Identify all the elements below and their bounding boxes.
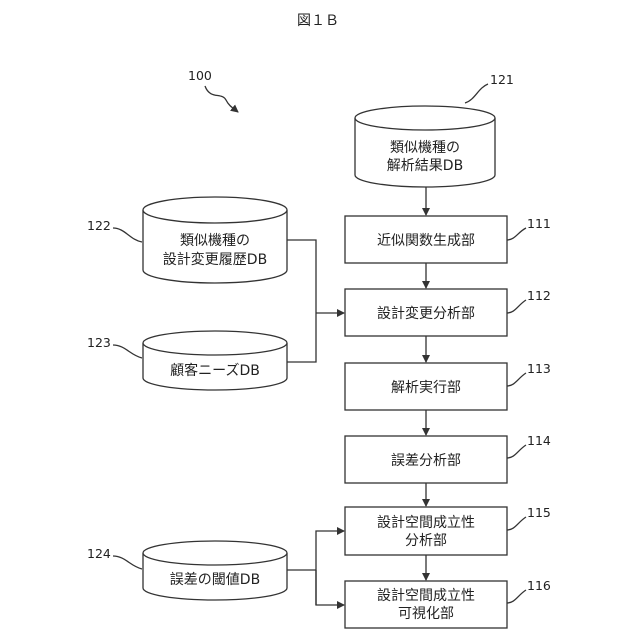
unit-approx-gen-label: 近似関数生成部 (377, 233, 475, 249)
ref-leader-116 (507, 590, 526, 603)
ref-label-116: 116 (527, 578, 551, 593)
unit-analysis-exec-label: 解析実行部 (391, 380, 461, 396)
ref-leader-111 (507, 228, 526, 240)
ref-leader-124 (113, 556, 142, 569)
ref-label-122: 122 (87, 218, 111, 233)
ref-label-124: 124 (87, 546, 111, 561)
unit-space-visual-line1: 設計空間成立性 (377, 588, 475, 604)
unit-error-analysis-label: 誤差分析部 (391, 453, 461, 469)
db-similar-history-line2: 設計変更履歴DB (163, 251, 267, 268)
unit-space-analysis-line2: 分析部 (405, 533, 447, 549)
unit-space-visual-line2: 可視化部 (398, 606, 454, 622)
system-ref-label: 100 (188, 68, 212, 83)
ref-label-113: 113 (527, 361, 551, 376)
db-similar-history-line1: 類似機種の (180, 233, 250, 249)
ref-leader-115 (507, 517, 526, 530)
db-similar-history: 類似機種の 設計変更履歴DB (143, 197, 287, 283)
db-customer-needs: 顧客ニーズDB (143, 331, 287, 390)
system-ref-arrow (205, 86, 238, 112)
ref-leader-112 (507, 300, 526, 313)
db-error-threshold-line1: 誤差の閾値DB (170, 572, 260, 588)
unit-design-change-label: 設計変更分析部 (377, 305, 475, 322)
ref-label-115: 115 (527, 505, 551, 520)
db-similar-results-line2: 解析結果DB (387, 158, 463, 174)
ref-leader-114 (507, 445, 526, 458)
arrow-124-to-115 (316, 531, 344, 605)
unit-space-analysis-line1: 設計空間成立性 (377, 515, 475, 531)
arrow-124-to-116 (316, 570, 344, 605)
ref-label-111: 111 (527, 216, 551, 231)
ref-label-112: 112 (527, 288, 551, 303)
ref-leader-122 (113, 228, 142, 242)
db-error-threshold: 誤差の閾値DB (143, 541, 287, 600)
connector-122 (287, 240, 316, 362)
ref-label-123: 123 (87, 335, 111, 350)
db-similar-results: 類似機種の 解析結果DB (355, 106, 495, 187)
ref-label-114: 114 (527, 433, 551, 448)
db-similar-results-line1: 類似機種の (390, 140, 460, 156)
figure-title: 図１Ｂ (297, 13, 339, 29)
ref-leader-123 (113, 345, 142, 358)
ref-leader-121 (465, 84, 488, 103)
ref-leader-113 (507, 373, 526, 386)
ref-label-121: 121 (490, 72, 514, 87)
db-customer-needs-line1: 顧客ニーズDB (170, 362, 260, 379)
